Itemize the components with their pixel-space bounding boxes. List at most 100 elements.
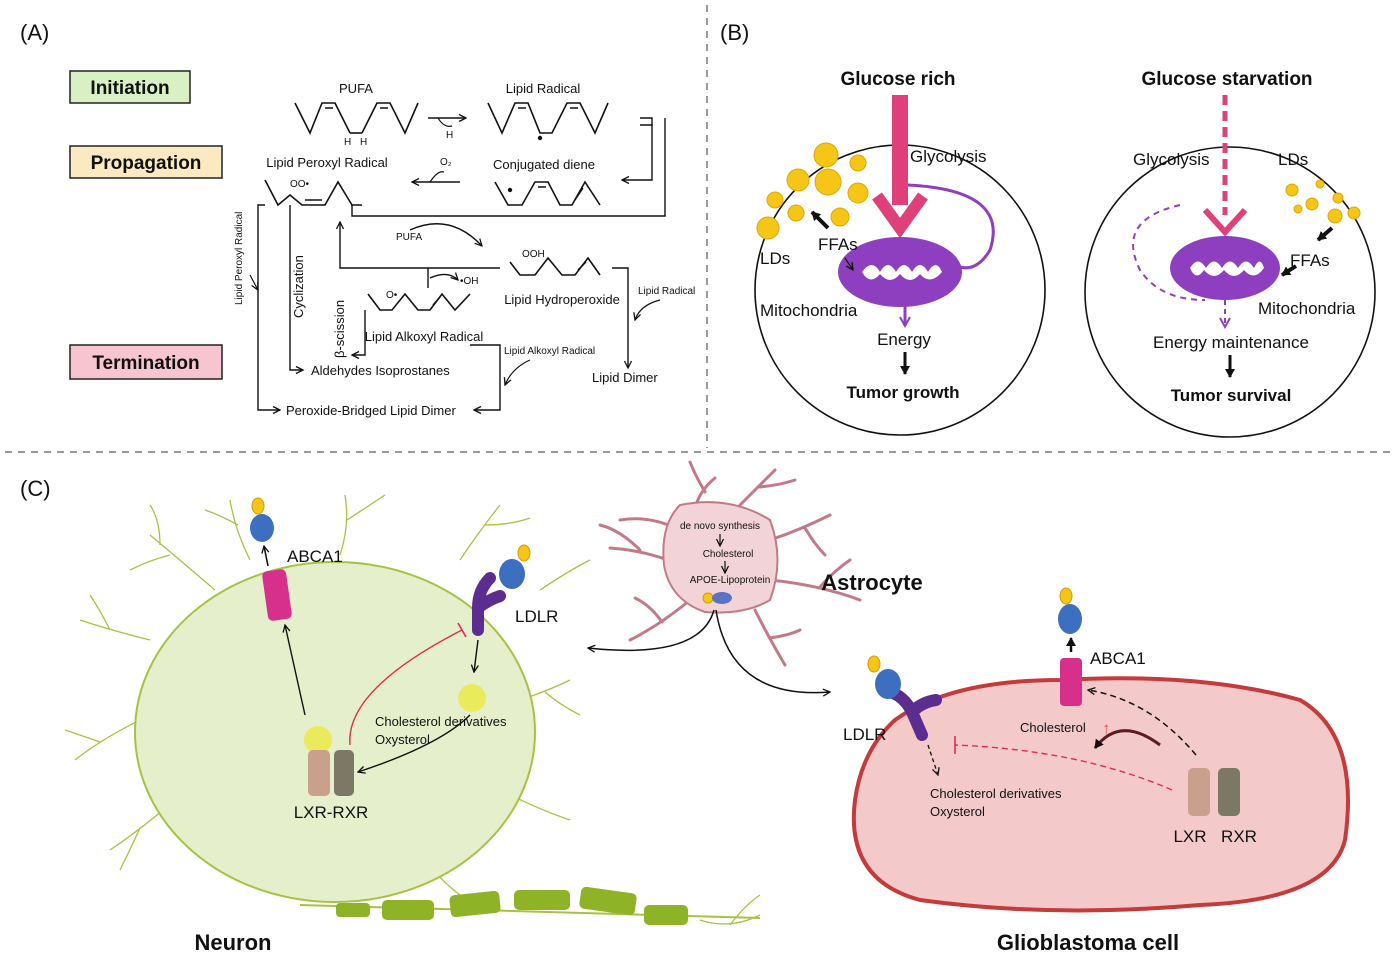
pufa-h-right: H <box>360 137 367 148</box>
neuron-abca1-transporter <box>262 569 292 621</box>
pufa-structure <box>294 102 419 135</box>
peroxyl-oo-label: OO• <box>290 179 310 190</box>
lipid-dimer-label: Lipid Dimer <box>592 370 658 385</box>
peroxyl-structure <box>264 179 362 207</box>
lipid-radical-structure <box>487 102 609 135</box>
side-lipid-radical-label: Lipid Radical <box>638 286 695 297</box>
oxysterol-to-lxr-arrow <box>358 714 471 772</box>
starved-lipid-droplets <box>1285 179 1361 224</box>
starved-mitochondria-label: Mitochondria <box>1258 299 1356 318</box>
rich-lds-label: LDs <box>760 249 790 268</box>
astrocyte-step3: APOE-Lipoprotein <box>690 575 771 586</box>
panel-b: (B) Glucose rich Glycolysis LDs FFAs Mit… <box>720 20 1376 438</box>
starved-glycolysis-label: Glycolysis <box>1133 150 1210 169</box>
cholesterol-feedback-arrow <box>1093 729 1161 749</box>
panel-c: (C) ABCA1 <box>20 460 1350 955</box>
cyclization-label: Cyclization <box>291 255 306 318</box>
propagation-loop <box>351 118 666 217</box>
o-dot-label: O• <box>386 290 398 301</box>
rich-glycolysis-label: Glycolysis <box>910 147 987 166</box>
neuron-axon <box>299 886 761 926</box>
rich-outcome-label: Tumor growth <box>847 383 960 402</box>
glioma-cholesterol-up: ↑ <box>1102 719 1111 738</box>
conjugated-diene-label: Conjugated diene <box>493 157 595 172</box>
neuron-body <box>134 561 536 903</box>
dimer-path <box>612 267 628 368</box>
hydroperoxide-structure <box>509 256 601 276</box>
neuron-ldlr-label: LDLR <box>515 607 558 626</box>
termination-label: Termination <box>92 353 199 374</box>
rxr-to-abca1-arrow <box>1088 690 1197 756</box>
neuron-inhibition <box>349 629 463 746</box>
lxr-to-abca1-arrow <box>285 625 306 716</box>
lipid-radical-label: Lipid Radical <box>506 81 581 96</box>
lipid-peroxyl-radical-label: Lipid Peroxyl Radical <box>266 155 388 170</box>
rich-lipid-droplets <box>756 142 869 240</box>
ooh-label: OOH <box>522 249 545 260</box>
neuron-ldlr-receptor <box>472 572 506 636</box>
glioblastoma-body <box>851 676 1350 913</box>
glioma-ldlr-label: LDLR <box>843 725 886 744</box>
alkoxyl-termination-path <box>470 344 501 410</box>
glioma-rxr <box>1218 768 1240 816</box>
rich-ffas-label: FFAs <box>818 235 858 254</box>
astrocyte-to-glioma-arrow <box>715 609 830 693</box>
panel-a-letter: (A) <box>20 20 49 45</box>
neuron-oxysterol-label: Oxysterol <box>375 732 430 747</box>
neuron-derivatives-label: Cholesterol derivatives <box>375 714 507 729</box>
starved-ffa-to-mito-arrow <box>1280 264 1298 277</box>
neuron-lxr-rxr-label: LXR-RXR <box>294 803 369 822</box>
starved-outcome-label: Tumor survival <box>1171 386 1292 405</box>
astrocyte-apoe-particle <box>712 592 732 604</box>
astrocyte-step1: de novo synthesis <box>680 521 760 532</box>
rich-ffa-to-ld-arrow <box>810 210 830 230</box>
astrocyte-title: Astrocyte <box>821 570 922 595</box>
pufa-h-left: H <box>344 137 351 148</box>
beta-scission-path <box>352 310 366 355</box>
termination-box <box>69 344 223 380</box>
pufa-regeneration-arrow <box>409 223 482 246</box>
glioma-abca1-transporter <box>1060 658 1082 706</box>
side-lipid-alkoxyl-label: Lipid Alkoxyl Radical <box>504 346 595 357</box>
starved-ld-to-mito-arrow <box>1316 226 1334 242</box>
glioma-inhibition <box>954 744 1173 791</box>
pufa-small-label: PUFA <box>396 232 422 243</box>
propagation-box <box>69 145 223 179</box>
rich-mitochondria-label: Mitochondria <box>760 301 858 320</box>
hydroperoxide-feedback <box>340 222 500 269</box>
diene-structure <box>494 180 601 206</box>
starved-ffas-label: FFAs <box>1290 251 1330 270</box>
pufa-label: PUFA <box>339 81 373 96</box>
glioblastoma-title: Glioblastoma cell <box>997 930 1179 955</box>
lipid-hydroperoxide-label: Lipid Hydroperoxide <box>504 292 620 307</box>
h-removed-label: H <box>446 130 453 141</box>
panel-a: (A) Initiation Propagation Termination P… <box>20 20 695 418</box>
beta-scission-label: β-scission <box>332 300 347 358</box>
glioma-rxr-label: RXR <box>1221 827 1257 846</box>
glioma-cholesterol-label: Cholesterol <box>1020 720 1086 735</box>
panel-c-letter: (C) <box>20 476 51 501</box>
glioma-lxr <box>1188 768 1210 816</box>
astrocyte-to-neuron-arrow <box>588 609 715 650</box>
neuron-oxysterol-droplet <box>458 684 486 712</box>
glioma-abca1-label: ABCA1 <box>1090 649 1146 668</box>
astrocyte-body <box>662 501 779 614</box>
glioma-lxr-label: LXR <box>1173 827 1206 846</box>
side-lipid-peroxyl-label: Lipid Peroxyl Radical <box>234 212 245 305</box>
neuron-rxr <box>334 750 354 796</box>
astrocyte-step2: Cholesterol <box>703 549 754 560</box>
rich-glycolysis-arrow <box>892 95 908 205</box>
neuron-abca1-label: ABCA1 <box>287 547 343 566</box>
starved-lds-label: LDs <box>1278 150 1308 169</box>
initiation-label: Initiation <box>90 78 169 99</box>
alkoxyl-structure <box>367 292 471 312</box>
rich-energy-label: Energy <box>877 330 931 349</box>
rich-feedback-loop <box>907 183 995 270</box>
panel-b-letter: (B) <box>720 20 749 45</box>
propagation-label: Propagation <box>91 153 202 174</box>
initiation-box <box>69 70 191 104</box>
neuron-title: Neuron <box>195 930 272 955</box>
peroxide-dimer-label: Peroxide-Bridged Lipid Dimer <box>286 403 456 418</box>
cyclization-path <box>289 205 303 370</box>
